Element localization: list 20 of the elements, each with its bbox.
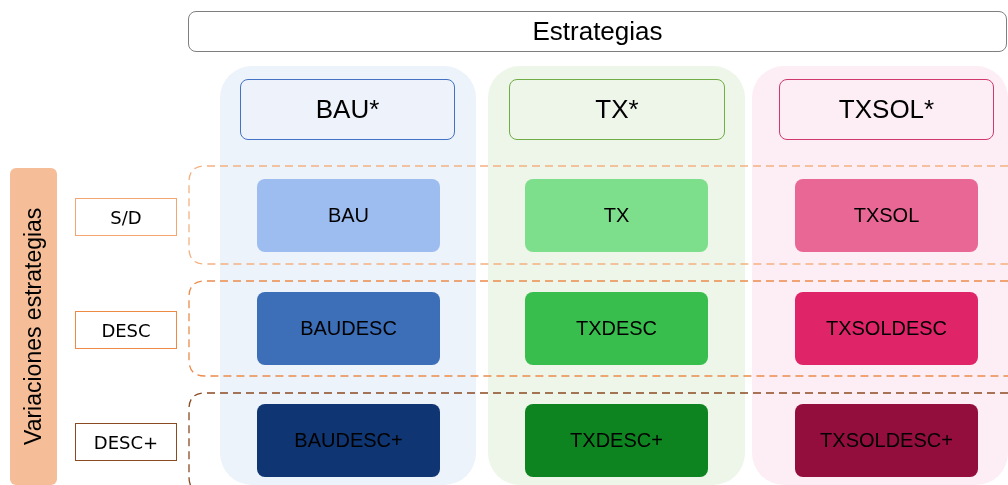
row-label-box: DESC (75, 311, 177, 349)
variant-box: BAUDESC (257, 292, 440, 365)
column-band (488, 66, 745, 485)
column-band (220, 66, 476, 485)
strategy-box: BAU* (240, 79, 455, 140)
variant-box: TX (525, 179, 708, 252)
variant-box: TXDESC+ (525, 404, 708, 477)
header-box: Estrategias (188, 11, 1007, 52)
strategy-box: TXSOL* (779, 79, 994, 140)
variant-box: TXSOL (795, 179, 978, 252)
variant-box: TXDESC (525, 292, 708, 365)
variant-box: TXSOLDESC (795, 292, 978, 365)
variant-box: BAU (257, 179, 440, 252)
column-band (752, 66, 1008, 485)
row-label-box: DESC+ (75, 423, 177, 461)
variant-box: BAUDESC+ (257, 404, 440, 477)
strategy-box: TX* (509, 79, 725, 140)
variant-box: TXSOLDESC+ (795, 404, 978, 477)
row-label-box: S/D (75, 198, 177, 236)
vertical-label-box: Variaciones estrategias (10, 168, 57, 485)
